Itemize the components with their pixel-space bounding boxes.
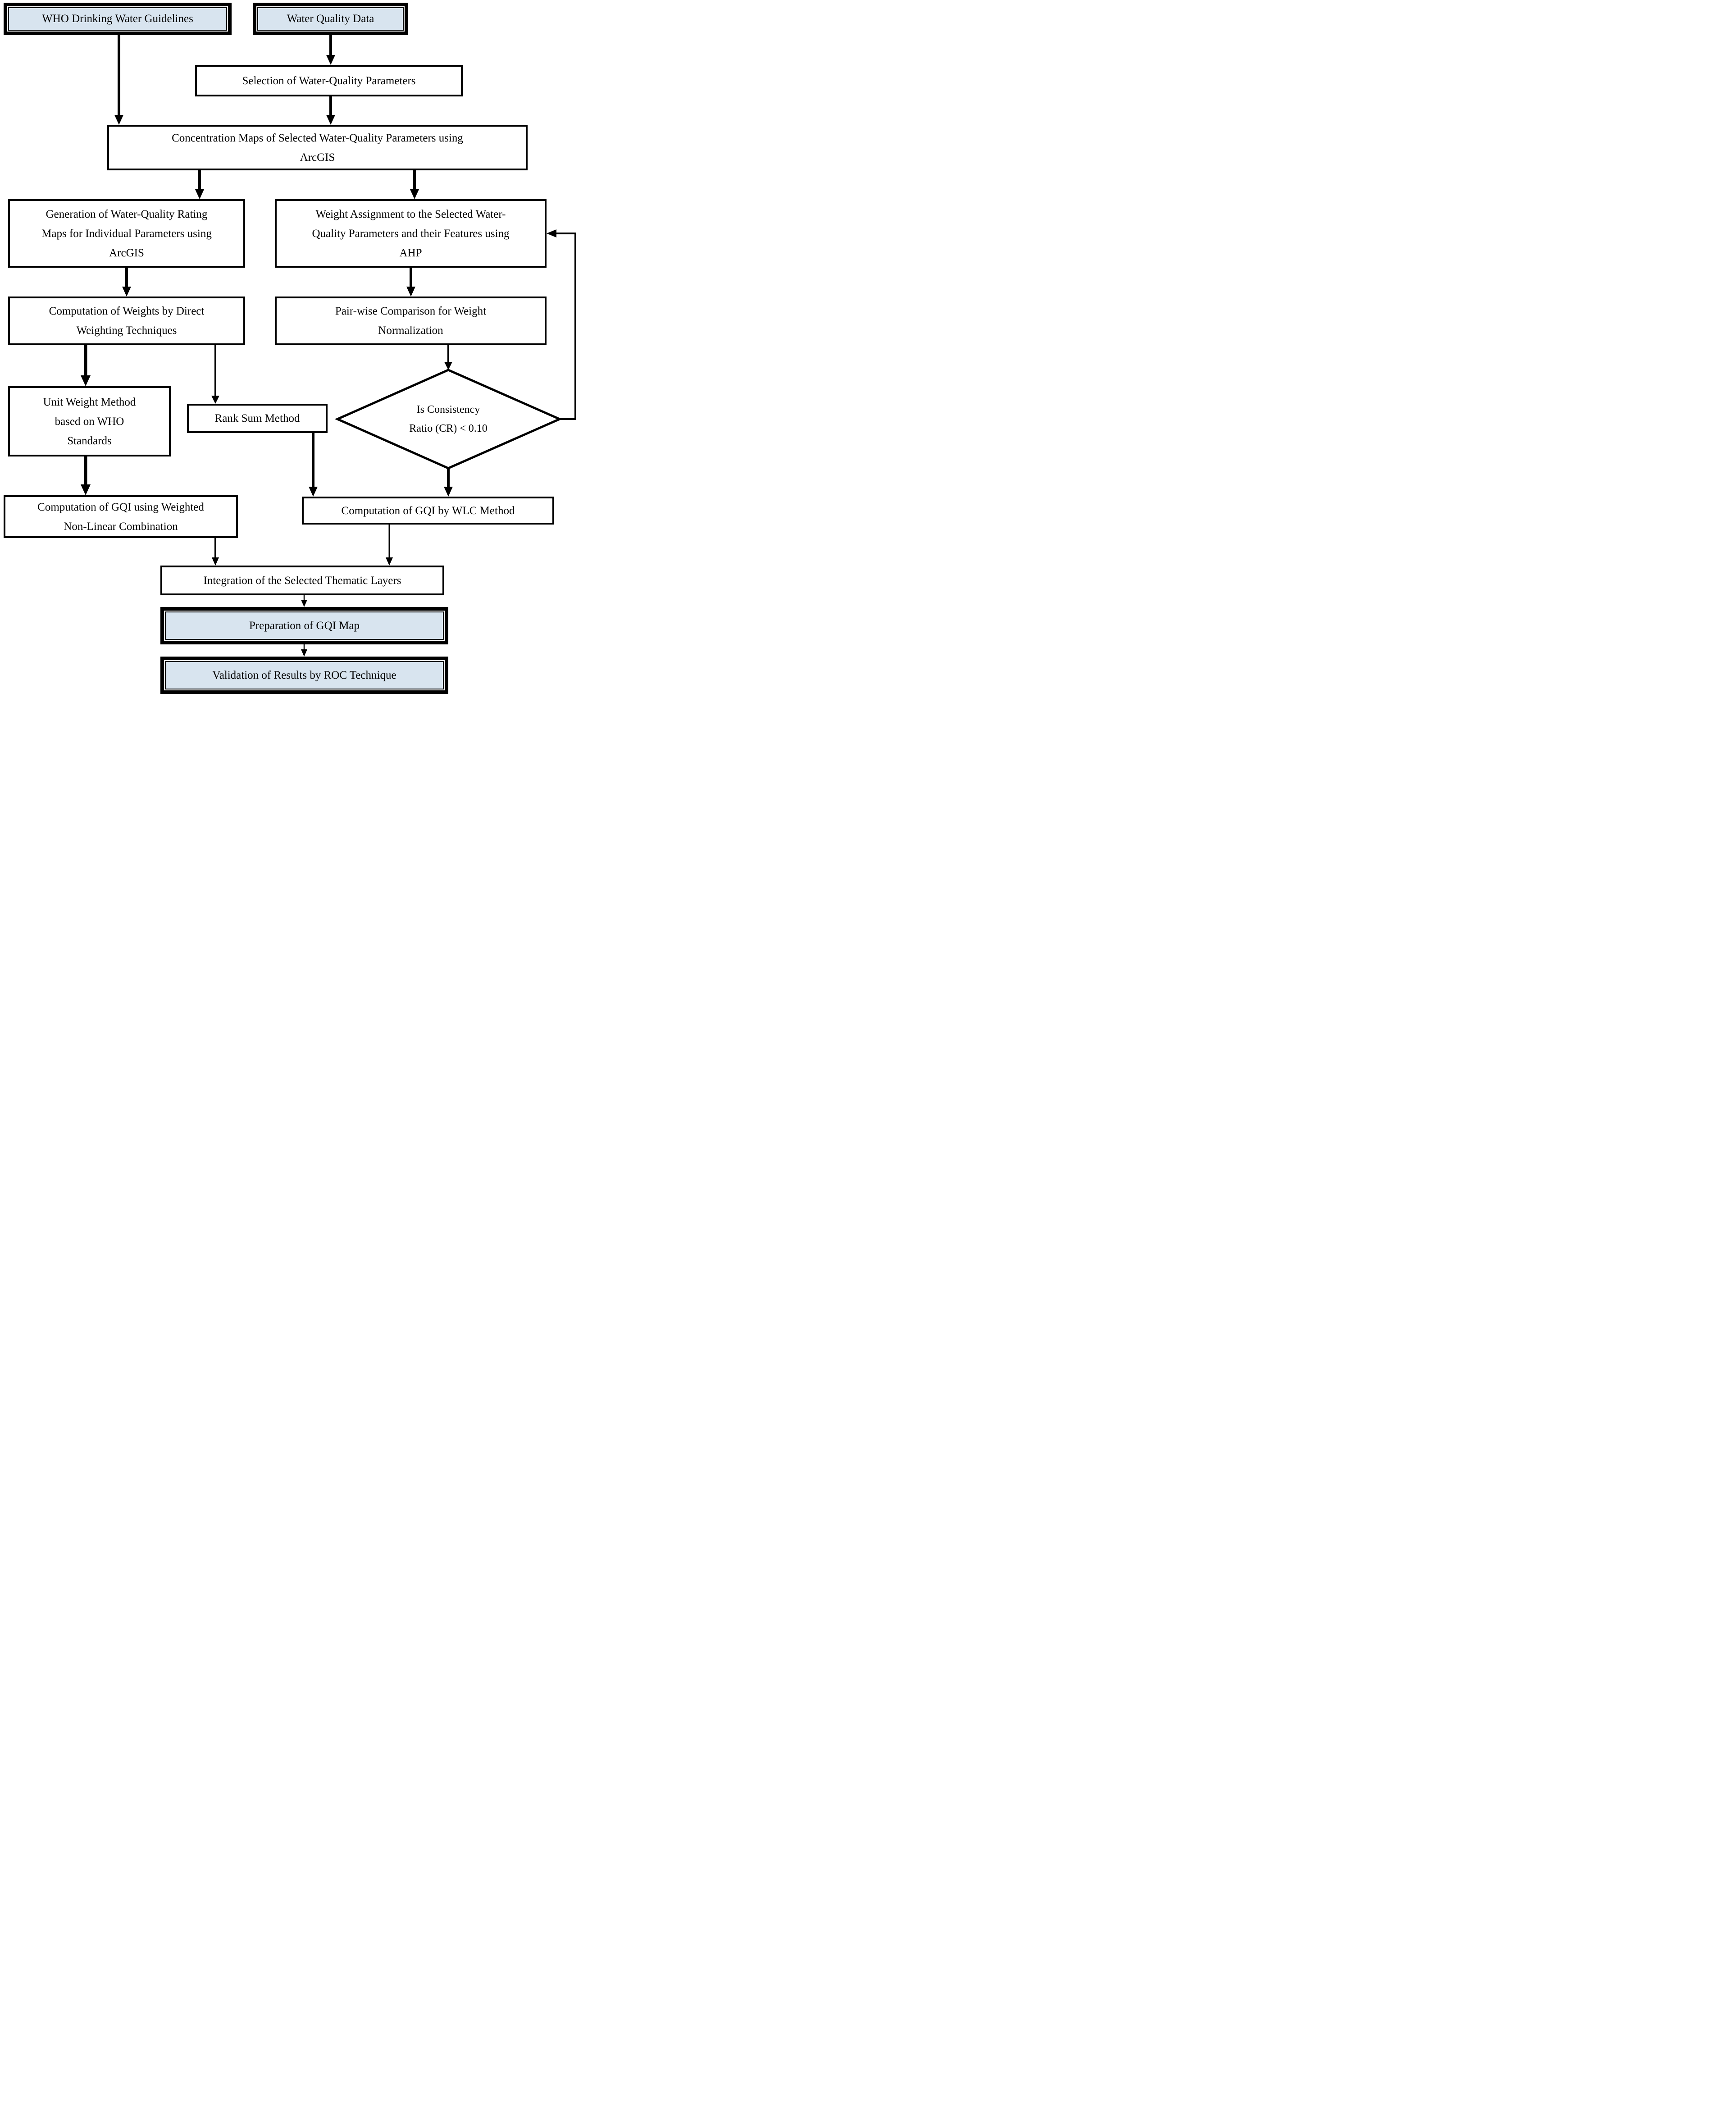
node-label: Weight Assignment to the Selected Water-… <box>312 208 510 259</box>
node-validation-roc: Validation of Results by ROC Technique <box>160 657 448 694</box>
node-rank-sum-method: Rank Sum Method <box>187 404 328 433</box>
arrow-unit-weight-to-gqi-wnlc <box>81 455 91 495</box>
node-validation-roc-inner: Validation of Results by ROC Technique <box>165 661 444 689</box>
arrow-pairwise-to-decision <box>444 343 452 370</box>
node-label: Computation of GQI by WLC Method <box>341 504 515 517</box>
node-selection-parameters: Selection of Water-Quality Parameters <box>195 65 463 96</box>
node-label: Validation of Results by ROC Technique <box>212 669 396 681</box>
node-label: WHO Drinking Water Guidelines <box>42 13 193 25</box>
arrow-selection-to-concentration <box>326 95 335 125</box>
arrow-concentration-to-weight-assignment <box>410 169 419 199</box>
node-concentration-maps: Concentration Maps of Selected Water-Qua… <box>107 125 528 170</box>
arrow-comp-weights-to-unit-weight <box>81 343 91 386</box>
node-integration-thematic-layers: Integration of the Selected Thematic Lay… <box>160 566 444 595</box>
arrow-weight-assignment-to-pairwise <box>406 266 415 297</box>
arrow-decision-to-gqi-wlc <box>444 467 453 497</box>
node-who-guidelines: WHO Drinking Water Guidelines <box>4 3 232 35</box>
arrow-decision-feedback-to-weight-assignment <box>547 229 576 420</box>
arrow-integration-to-preparation <box>301 593 307 607</box>
node-water-quality-data-inner: Water Quality Data <box>257 7 404 31</box>
node-label: Concentration Maps of Selected Water-Qua… <box>172 132 463 164</box>
arrow-preparation-to-validation <box>301 643 307 657</box>
node-who-guidelines-inner: WHO Drinking Water Guidelines <box>8 7 227 31</box>
arrow-gqi-wnlc-to-integration <box>212 536 219 566</box>
arrow-wqd-to-selection <box>326 33 335 65</box>
arrow-who-to-concentration <box>114 33 123 125</box>
node-label: Integration of the Selected Thematic Lay… <box>203 574 401 587</box>
connector-layer <box>81 33 576 657</box>
node-gqi-wlc-method: Computation of GQI by WLC Method <box>302 497 554 525</box>
node-preparation-gqi-map: Preparation of GQI Map <box>160 607 448 644</box>
node-preparation-gqi-map-inner: Preparation of GQI Map <box>165 612 444 640</box>
node-label: Water Quality Data <box>287 13 374 25</box>
arrow-gqi-wlc-to-integration <box>386 523 393 566</box>
node-weight-assignment-ahp: Weight Assignment to the Selected Water-… <box>275 199 547 268</box>
arrow-generation-to-comp-weights <box>122 266 131 297</box>
node-label: Rank Sum Method <box>214 412 300 424</box>
arrow-comp-weights-to-rank-sum <box>211 343 219 404</box>
node-label: Selection of Water-Quality Parameters <box>242 74 416 87</box>
node-label: Preparation of GQI Map <box>249 619 360 632</box>
flowchart-canvas: WHO Drinking Water Guidelines Water Qual… <box>0 0 579 704</box>
arrow-concentration-to-generation <box>195 169 204 199</box>
arrow-rank-sum-to-gqi-wlc <box>309 432 318 497</box>
node-water-quality-data: Water Quality Data <box>253 3 408 35</box>
